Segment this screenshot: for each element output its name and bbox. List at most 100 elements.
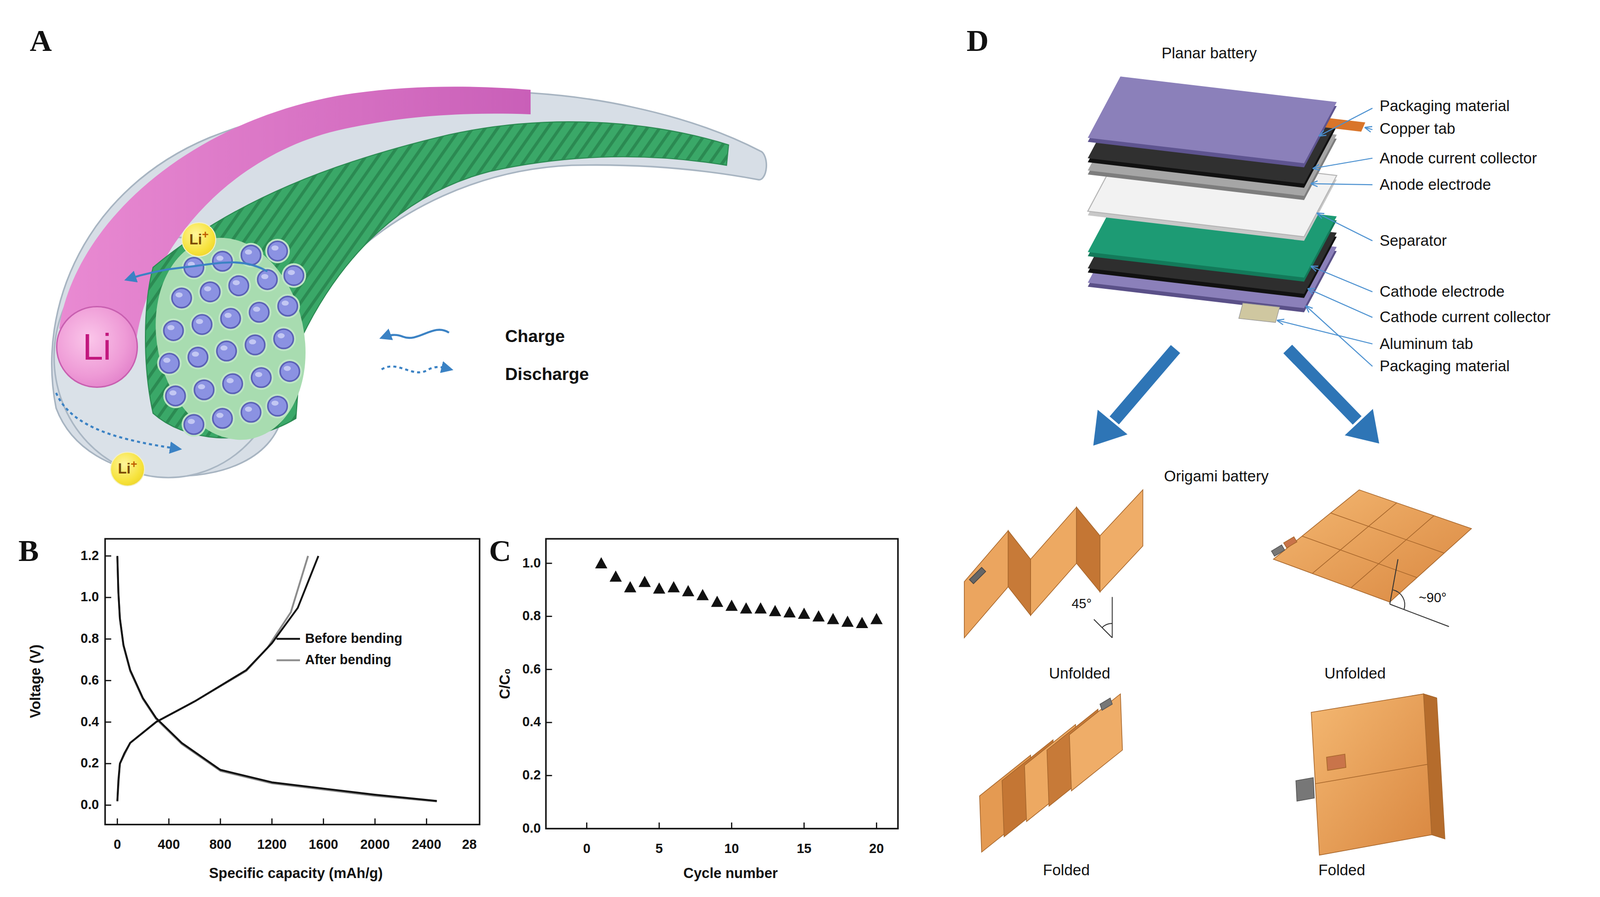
part-label: Packaging material: [1379, 357, 1510, 375]
voltage-chart: [105, 555, 112, 557]
part-label: Folded: [1318, 862, 1366, 879]
origami-unfolded-sheet: [1330, 512, 1444, 554]
fiber-battery-illustration: [198, 279, 223, 305]
legend-label: Before bending: [305, 631, 403, 647]
ion-flow-arrow: [56, 262, 268, 450]
tick-label: 1.0: [522, 556, 541, 571]
fiber-battery-illustration: [51, 86, 767, 478]
origami-folded-miura: [979, 693, 1123, 853]
part-label: Anode current collector: [1379, 149, 1538, 167]
fiber-battery-illustration: [249, 365, 274, 390]
part-label: Unfolded: [1324, 665, 1386, 682]
capacity-retention-chart: [624, 581, 637, 593]
capacity-retention-chart: [812, 610, 825, 622]
tick-label: 0.8: [80, 631, 100, 647]
element-symbol: Li: [118, 462, 131, 477]
origami-unfolded-miura: [1030, 507, 1077, 616]
ion-flow-arrow: [126, 262, 268, 280]
axis-title: C/C₀: [497, 668, 513, 700]
origami-unfolded-sheet: [1273, 489, 1472, 603]
ion-flow-arrow: [56, 393, 180, 450]
voltage-chart: [105, 721, 112, 724]
capacity-retention-chart: [653, 582, 666, 594]
fiber-battery-illustration: [220, 371, 245, 397]
panel-letter: B: [18, 534, 39, 569]
origami-unfolded-miura: [1008, 530, 1031, 616]
fiber-battery-illustration: [145, 121, 729, 438]
origami-unfolded-sheet: [1283, 537, 1298, 549]
legend-label: Discharge: [505, 364, 589, 384]
axis-title: Voltage (V): [27, 644, 44, 719]
transform-arrow: [1114, 349, 1176, 421]
tick-label: 2000: [360, 837, 390, 853]
part-label: Folded: [1043, 862, 1090, 879]
tick-label: 0.4: [80, 714, 100, 730]
capacity-retention-chart: [594, 557, 607, 569]
capacity-retention-chart: [739, 602, 752, 614]
leader-line: [1317, 213, 1373, 242]
origami-unfolded-miura: [1076, 507, 1100, 593]
origami-unfolded-miura: [1100, 489, 1144, 592]
fiber-battery-illustration: [189, 312, 215, 338]
voltage-chart: [105, 638, 112, 640]
fiber-battery-illustration: [210, 406, 235, 432]
capacity-retention-chart: [681, 585, 694, 597]
voltage-chart: [105, 763, 112, 765]
origami-folded-miura: [1100, 698, 1113, 711]
origami-unfolded-miura: [964, 530, 1009, 638]
part-label: 45°: [1071, 596, 1092, 612]
capacity-retention-chart: [841, 615, 854, 627]
transform-arrow: [1093, 349, 1379, 445]
voltage-chart: [105, 680, 112, 682]
capacity-retention-chart: [545, 538, 898, 829]
planar-battery-layers: [1087, 76, 1338, 163]
capacity-retention-chart: [638, 575, 651, 588]
voltage-chart: [271, 818, 273, 825]
fiber-battery-illustration: [181, 412, 207, 438]
tick-label: 1.0: [80, 590, 100, 606]
origami-unfolded-sheet: [1271, 489, 1472, 603]
capacity-retention-chart: [754, 602, 767, 614]
tick-label: 0.2: [80, 756, 100, 772]
voltage-chart: [276, 659, 300, 662]
voltage-chart: [117, 556, 319, 801]
voltage-chart: [105, 597, 112, 599]
capacity-retention-chart: [875, 822, 878, 829]
origami-folded-stack: [1295, 693, 1445, 856]
capacity-retention-chart: [826, 612, 839, 625]
angle-mark: [1101, 623, 1113, 628]
fiber-battery-illustration: [156, 350, 182, 376]
fiber-battery-illustration: [163, 383, 188, 409]
axis-title: Specific capacity (mAh/g): [208, 865, 383, 882]
tick-label: 1.2: [80, 548, 100, 564]
capacity-retention-chart: [545, 775, 552, 777]
angle-mark: [1393, 589, 1406, 610]
transform-arrow: [1093, 410, 1127, 445]
origami-unfolded-miura: [964, 489, 1144, 638]
voltage-chart: [168, 818, 170, 825]
tick-label: 0: [582, 841, 591, 857]
planar-battery-layers: [1238, 303, 1280, 323]
part-label: Cathode current collector: [1379, 308, 1551, 326]
legend-label: After bending: [305, 652, 392, 668]
leader-line: [1319, 108, 1373, 137]
fiber-battery-illustration: [214, 338, 239, 364]
tick-label: 5: [655, 841, 663, 857]
panel-letter: D: [966, 24, 989, 58]
voltage-chart: [425, 818, 428, 825]
origami-unfolded-sheet: [1312, 502, 1397, 574]
planar-battery-layers: [1087, 76, 1366, 323]
fiber-battery-illustration: [265, 238, 290, 264]
fiber-battery-illustration: [238, 400, 264, 425]
legend-arrow-sample: [381, 329, 449, 338]
part-label: Anode electrode: [1379, 176, 1492, 194]
angle-mark: [1389, 604, 1450, 627]
lithium-anode-end: Li: [56, 306, 138, 388]
legend-arrow-sample: [381, 329, 451, 373]
angle-mark: [1093, 597, 1113, 638]
fiber-battery-illustration: [191, 377, 217, 403]
capacity-retention-chart: [545, 615, 552, 618]
capacity-retention-chart: [545, 722, 552, 724]
capacity-retention-chart: [609, 570, 622, 582]
leader-line: [1306, 306, 1373, 367]
